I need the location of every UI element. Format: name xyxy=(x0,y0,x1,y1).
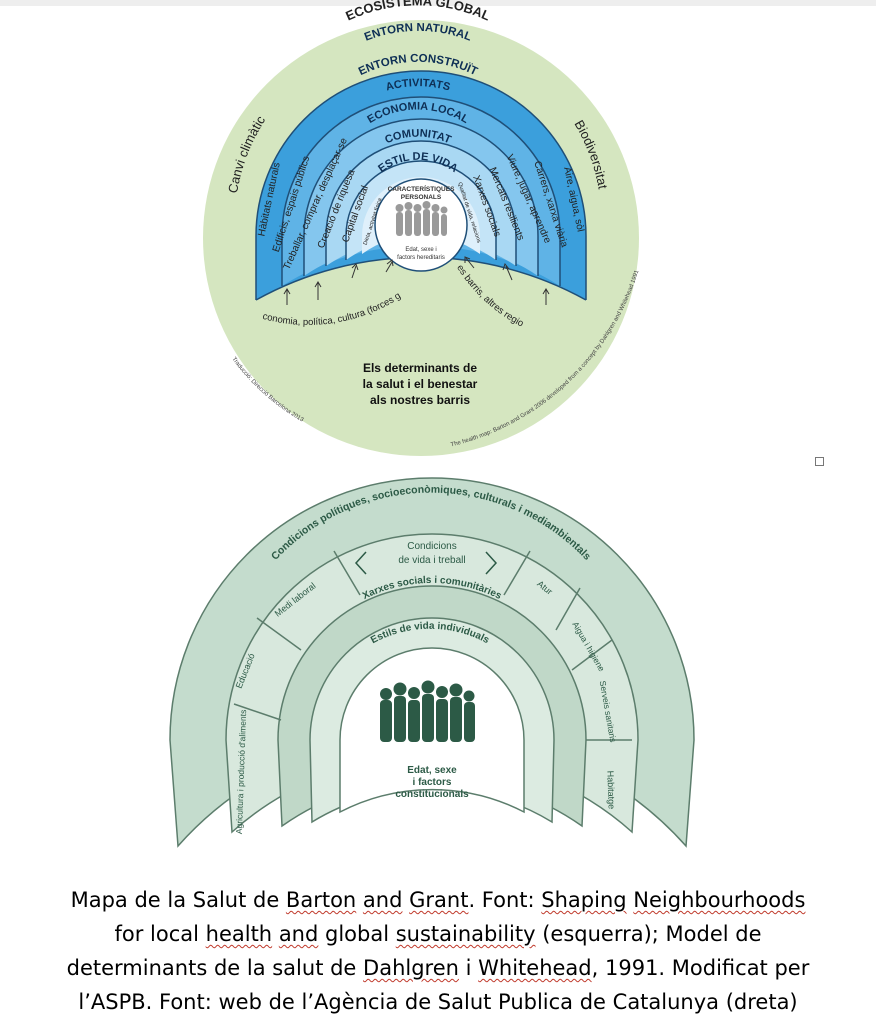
caption-text: global xyxy=(318,922,396,946)
caption-line-3: determinants de la salut de Dahlgren i W… xyxy=(0,951,876,985)
center-sub-2: factors hereditaris xyxy=(397,255,445,261)
caption-spellcheck-word: Grant xyxy=(409,888,469,912)
caption-text: i xyxy=(458,956,479,980)
caption-line-2: for local health and global sustainabili… xyxy=(0,917,876,951)
caption-text: for local xyxy=(114,922,206,946)
caption-spellcheck-word: Whitehead xyxy=(478,956,592,980)
caption-spellcheck-word: Barton xyxy=(285,888,357,912)
caption-text xyxy=(272,922,279,946)
caption-text: . Font: xyxy=(468,888,542,912)
caption-text xyxy=(356,888,363,912)
caption-spellcheck-word: health xyxy=(205,922,273,946)
caption-text: determinants de la salut de xyxy=(66,956,364,980)
center-sub-1: Edat, sexe i xyxy=(405,247,436,253)
people-icon xyxy=(395,201,448,236)
caption-text: l’ASPB. Font: web de l’Agència de Salut … xyxy=(78,990,798,1014)
living-conditions-line1: Condicions xyxy=(407,541,456,552)
caption-spellcheck-word: Shaping xyxy=(541,888,627,912)
caption-text: , 1991. Modificat per xyxy=(591,956,810,980)
chevron-icons xyxy=(354,551,498,575)
caption-spellcheck-word: and xyxy=(362,888,403,912)
caption-spellcheck-word: Neighbourhoods xyxy=(633,888,806,912)
living-conditions-line2: de vida i treball xyxy=(398,555,465,566)
center-label-line1: Edat, sexe xyxy=(407,765,457,776)
health-map-diagram: CARACTERÍSTIQUES PERSONALS Edat, sexe i … xyxy=(0,0,641,456)
caption-spellcheck-word: and xyxy=(278,922,319,946)
sector-housing: Habitatge xyxy=(605,770,616,809)
caption-line-4: l’ASPB. Font: web de l’Agència de Salut … xyxy=(0,985,876,1019)
map-title-line3: als nostres barris xyxy=(370,393,470,407)
caption-text: (esquerra); Model de xyxy=(535,922,762,946)
map-title-line1: Els determinants de xyxy=(363,361,477,375)
caption-spellcheck-word: sustainability xyxy=(395,922,536,946)
window-top-bar xyxy=(0,0,876,6)
sector-agriculture: Agricultura i producció d'aliments xyxy=(234,710,248,835)
people-group-icon xyxy=(380,680,475,742)
diagrams: CARACTERÍSTIQUES PERSONALS Edat, sexe i … xyxy=(0,0,695,848)
center-title-1: CARACTERÍSTIQUES xyxy=(388,184,455,193)
caption-spellcheck-word: Dahlgren xyxy=(363,956,459,980)
determinants-model-diagram: Condicions polítiques, socioeconòmiques,… xyxy=(169,477,695,848)
resize-handle[interactable] xyxy=(815,457,824,466)
center-title-2: PERSONALS xyxy=(401,194,442,201)
figure-caption: Mapa de la Salut de Barton and Grant. Fo… xyxy=(0,883,876,1019)
influence-arrows xyxy=(283,256,550,305)
center-label-line2: i factors xyxy=(413,777,452,788)
map-title-line2: la salut i el benestar xyxy=(363,377,478,391)
center-label-line3: constitucionals xyxy=(395,789,469,800)
caption-line-1: Mapa de la Salut de Barton and Grant. Fo… xyxy=(0,883,876,917)
caption-text: Mapa de la Salut de xyxy=(70,888,286,912)
